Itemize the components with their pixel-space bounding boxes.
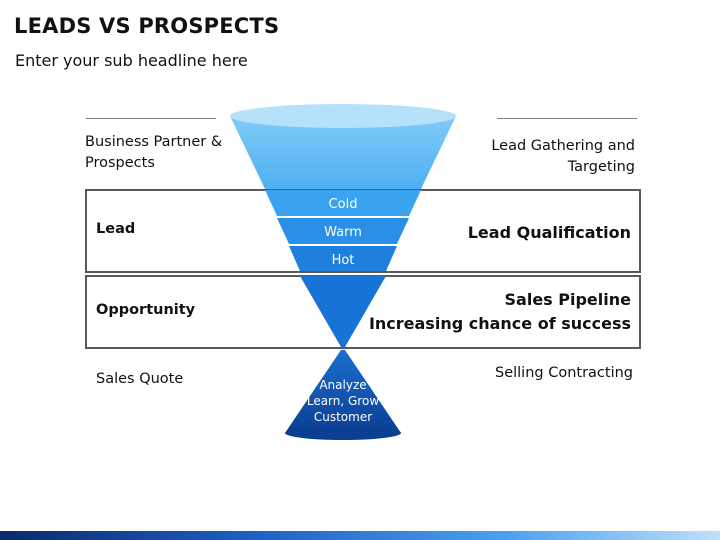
page-title: LEADS VS PROSPECTS bbox=[14, 14, 280, 38]
sales-pipeline-line-2: Increasing chance of success bbox=[368, 314, 631, 333]
funnel-opportunity-section bbox=[300, 276, 386, 347]
stage-label-hot: Hot bbox=[332, 253, 355, 268]
page-subtitle: Enter your sub headline here bbox=[15, 51, 248, 70]
footer-gradient-bar bbox=[0, 531, 720, 540]
selling-contracting-label: Selling Contracting bbox=[494, 365, 633, 381]
funnel-top-section bbox=[230, 116, 456, 189]
lead-gathering-label: Lead Gathering and Targeting bbox=[435, 136, 635, 178]
business-partner-line-1: Business Partner & bbox=[85, 134, 223, 150]
funnel-stage-cold bbox=[265, 190, 421, 216]
lead-gathering-line-2: Targeting bbox=[567, 159, 635, 175]
funnel-bottom-section bbox=[285, 350, 401, 433]
left-divider-line bbox=[86, 118, 216, 119]
sales-pipeline-label: Sales Pipeline Increasing chance of succ… bbox=[351, 288, 631, 336]
stage-label-warm: Warm bbox=[324, 225, 362, 240]
funnel-stage-hot bbox=[289, 246, 397, 271]
lead-label: Lead bbox=[96, 221, 136, 237]
lead-qualification-label: Lead Qualification bbox=[467, 223, 631, 242]
sales-quote-label: Sales Quote bbox=[96, 371, 184, 387]
business-partner-line-2: Prospects bbox=[85, 155, 155, 171]
funnel-bottom-base bbox=[285, 426, 401, 440]
bottom-label-customer: Customer bbox=[314, 410, 372, 424]
lead-gathering-line-1: Lead Gathering and bbox=[491, 138, 635, 154]
sales-pipeline-line-1: Sales Pipeline bbox=[504, 290, 631, 309]
opportunity-label: Opportunity bbox=[96, 302, 196, 318]
business-partner-label: Business Partner & Prospects bbox=[85, 132, 222, 174]
funnel-stage-warm bbox=[277, 218, 409, 244]
right-divider-line bbox=[497, 118, 637, 119]
funnel-rim bbox=[230, 104, 456, 128]
bottom-label-analyze: Analyze bbox=[319, 378, 366, 392]
bottom-label-learn-grow: Learn, Grow bbox=[307, 394, 379, 408]
stage-label-cold: Cold bbox=[329, 197, 358, 212]
